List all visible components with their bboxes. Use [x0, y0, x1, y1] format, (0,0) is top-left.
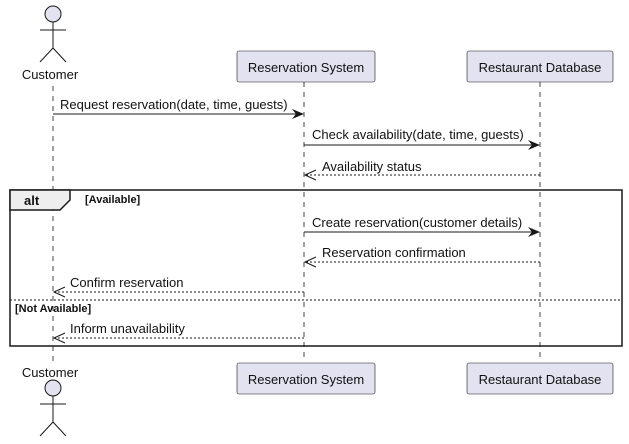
actor-head-icon — [44, 379, 62, 397]
message-3-arrowhead — [303, 169, 317, 181]
actor-customer-top — [39, 5, 67, 63]
actor-customer-bottom — [39, 379, 67, 437]
participant-reservation-system-bottom-label: Reservation System — [248, 372, 364, 387]
participant-customer-top-label: Customer — [22, 67, 79, 82]
participant-restaurant-database-top — [466, 50, 614, 83]
message-7-label: Inform unavailability — [70, 321, 185, 336]
participant-restaurant-database-top-label: Restaurant Database — [479, 60, 602, 75]
participant-restaurant-database-bottom-label: Restaurant Database — [479, 372, 602, 387]
alt-operator-label: alt — [24, 193, 40, 208]
message-5-label: Reservation confirmation — [322, 245, 466, 260]
alt-guard-not-available: [Not Available] — [15, 303, 92, 315]
message-7-arrowhead — [52, 332, 66, 344]
message-6-arrowhead — [52, 286, 66, 298]
message-1-label: Request reservation(date, time, guests) — [60, 97, 288, 112]
alt-operator-tab — [9, 189, 71, 211]
message-3-label: Availability status — [322, 159, 422, 174]
message-5-arrowhead — [303, 256, 317, 268]
participant-restaurant-database-bottom — [466, 362, 614, 395]
participant-reservation-system-top-label: Reservation System — [248, 60, 364, 75]
message-6-label: Confirm reservation — [70, 275, 183, 290]
message-2-label: Check availability(date, time, guests) — [312, 127, 524, 142]
message-4-label: Create reservation(customer details) — [312, 215, 522, 230]
participant-reservation-system-bottom — [236, 362, 376, 395]
participant-customer-bottom-label: Customer — [22, 365, 79, 380]
participant-reservation-system-top — [236, 50, 376, 83]
alt-guard-available: [Available] — [85, 194, 141, 206]
alt-fragment-frame — [9, 189, 623, 347]
actor-head-icon — [44, 5, 62, 23]
